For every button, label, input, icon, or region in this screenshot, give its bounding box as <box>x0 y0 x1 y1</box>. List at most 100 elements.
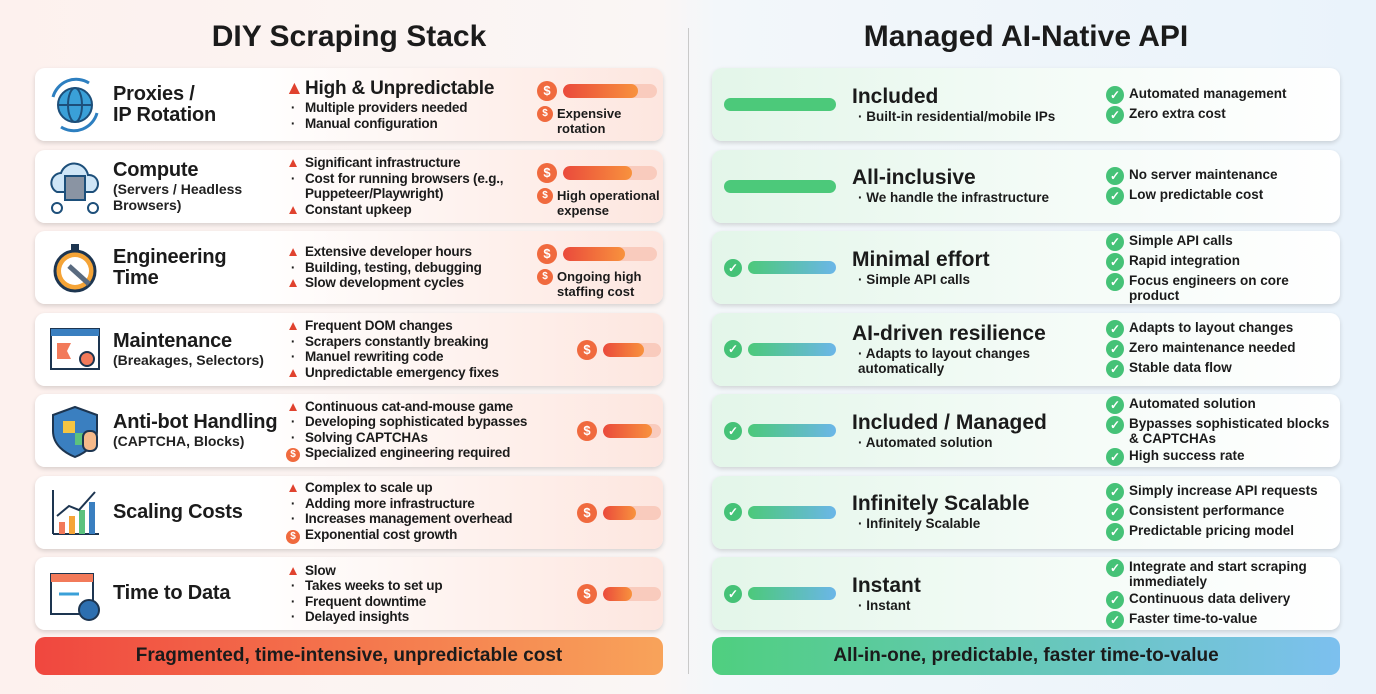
cost-note: $Expensive rotation <box>537 106 661 136</box>
issue-list: ▲Significant infrastructure·Cost for run… <box>285 155 529 217</box>
column-divider <box>688 28 689 674</box>
cost-note-text: Ongoing high staffing cost <box>557 269 642 299</box>
benefit-text: Predictable pricing model <box>1129 523 1295 538</box>
diy-row-title: Time to Data <box>113 583 281 604</box>
row-subtitle-text: Automated solution <box>865 434 993 450</box>
dollar-icon: $ <box>537 244 557 264</box>
benefit-list: ✓Simple API calls✓Rapid integration✓Focu… <box>1106 231 1336 305</box>
benefit-item: ✓Stable data flow <box>1106 360 1336 378</box>
benefit-list: ✓Integrate and start scraping immediatel… <box>1106 557 1336 631</box>
benefit-text: Zero maintenance needed <box>1129 340 1296 355</box>
issue-text: Slow <box>305 562 336 578</box>
issue-list: ▲Continuous cat-and-mouse game·Developin… <box>285 399 569 463</box>
diy-row: Anti-bot Handling(CAPTCHA, Blocks) ▲Cont… <box>35 394 663 467</box>
cloud-server-icon <box>45 156 105 216</box>
managed-row-main: Instant· Instant <box>852 574 1096 614</box>
diy-row-title: Anti-bot Handling(CAPTCHA, Blocks) <box>113 412 281 450</box>
managed-summary-banner: All-in-one, predictable, faster time-to-… <box>712 637 1340 675</box>
check-icon: ✓ <box>724 503 742 521</box>
managed-row-main: All-inclusive· We handle the infrastruct… <box>852 166 1096 206</box>
dollar-icon: $ <box>285 527 301 544</box>
issue-line: ▲Continuous cat-and-mouse game <box>285 399 569 415</box>
issue-text: Frequent downtime <box>305 593 427 609</box>
diy-summary-banner: Fragmented, time-intensive, unpredictabl… <box>35 637 663 675</box>
benefit-item: ✓Simple API calls <box>1106 232 1336 251</box>
row-subtitle-text: Built-in residential/mobile IPs <box>866 108 1056 124</box>
calendar-clock-icon <box>45 564 105 624</box>
benefit-text: Automated management <box>1129 85 1287 101</box>
cost-track <box>603 505 661 520</box>
benefit-text: Automated solution <box>1129 395 1256 411</box>
row-subtitle: · Adapts to layout changes automatically <box>858 345 1031 377</box>
check-icon: ✓ <box>1106 415 1124 434</box>
dollar-icon: $ <box>537 162 557 183</box>
benefit-list: ✓Adapts to layout changes✓Zero maintenan… <box>1106 318 1336 380</box>
issue-line: ·Scrapers constantly breaking <box>285 334 569 350</box>
cost-track <box>563 84 657 98</box>
benefit-text: Simply increase API requests <box>1129 483 1318 498</box>
check-icon: ✓ <box>724 340 742 358</box>
bullet-icon: · <box>290 414 296 430</box>
cost-fill <box>603 587 632 601</box>
row-title: Proxies / <box>113 82 195 105</box>
cost-fill <box>603 424 653 438</box>
row-title: Compute <box>113 158 199 181</box>
cost-bar <box>748 424 836 437</box>
warning-icon: ▲ <box>286 398 300 414</box>
row-subtitle: · We handle the infrastructure <box>858 190 1050 206</box>
benefit-item: ✓Continuous data delivery <box>1106 590 1336 609</box>
bullet-icon: · <box>290 495 296 511</box>
benefit-item: ✓Low predictable cost <box>1106 187 1336 205</box>
managed-row-main: Included· Built-in residential/mobile IP… <box>852 85 1096 125</box>
benefit-text: High success rate <box>1129 447 1245 463</box>
benefit-item: ✓Focus engineers on core product <box>1106 272 1336 303</box>
issue-line: ·Takes weeks to set up <box>285 578 569 594</box>
check-icon: ✓ <box>1106 395 1124 414</box>
bullet-icon: · <box>290 100 296 115</box>
managed-row-main: Minimal effort· Simple API calls <box>852 248 1096 288</box>
dollar-icon: $ <box>537 106 553 122</box>
benefit-text: Simple API calls <box>1129 232 1233 248</box>
managed-api-title: Managed AI-Native API <box>863 20 1189 53</box>
issue-line: ·Manuel rewriting code <box>285 349 569 365</box>
bullet-icon: · <box>290 349 296 364</box>
benefit-list: ✓Simply increase API requests✓Consistent… <box>1106 481 1336 543</box>
issue-line: ·Increases management overhead <box>285 511 569 527</box>
row-title: Included / Managed <box>852 410 1047 434</box>
benefit-list: ✓Automated solution✓Bypasses sophisticat… <box>1106 394 1336 468</box>
benefit-text: Faster time-to-value <box>1129 610 1258 626</box>
cost-fill <box>563 84 639 98</box>
issue-text: Constant upkeep <box>305 201 412 217</box>
benefit-item: ✓Consistent performance <box>1106 503 1336 521</box>
row-title: Instant <box>852 573 921 597</box>
cost-meter: $ <box>577 421 661 441</box>
issue-line: ·Frequent downtime <box>285 594 569 610</box>
benefit-text: Low predictable cost <box>1129 187 1264 202</box>
issue-text: Manual configuration <box>305 115 438 131</box>
benefit-item: ✓Faster time-to-value <box>1106 610 1336 629</box>
managed-row: ✓ AI-driven resilience· Adapts to layout… <box>712 312 1340 386</box>
check-icon: ✓ <box>1106 85 1124 104</box>
issue-text: Building, testing, debugging <box>305 259 482 275</box>
issue-text: Complex to scale up <box>305 480 433 496</box>
benefit-list: ✓No server maintenance✓Low predictable c… <box>1106 165 1336 207</box>
bullet-icon: · <box>290 609 296 624</box>
check-icon: ✓ <box>1106 558 1124 577</box>
issue-line: ▲Significant infrastructure <box>285 155 529 171</box>
issue-list: ▲Frequent DOM changes·Scrapers constantl… <box>285 318 569 380</box>
check-icon: ✓ <box>1106 167 1124 185</box>
warning-icon: ▲ <box>286 244 300 260</box>
issue-line: ·Building, testing, debugging <box>285 260 529 276</box>
diy-row-title: Scaling Costs <box>113 501 281 523</box>
issue-line: ▲Extensive developer hours <box>285 244 529 260</box>
issue-text: Solving CAPTCHAs <box>305 429 428 445</box>
diy-row: Maintenance(Breakages, Selectors) ▲Frequ… <box>35 312 663 386</box>
issue-line: ▲Frequent DOM changes <box>285 318 569 334</box>
benefit-text: Stable data flow <box>1129 360 1232 375</box>
cost-track <box>563 247 657 261</box>
issue-text: Adding more infrastructure <box>305 495 475 511</box>
cost-track <box>603 424 661 438</box>
dollar-icon: $ <box>577 339 597 360</box>
row-subtitle: · Simple API calls <box>858 271 971 287</box>
managed-row-main: Infinitely Scalable· Infinitely Scalable <box>852 492 1096 532</box>
